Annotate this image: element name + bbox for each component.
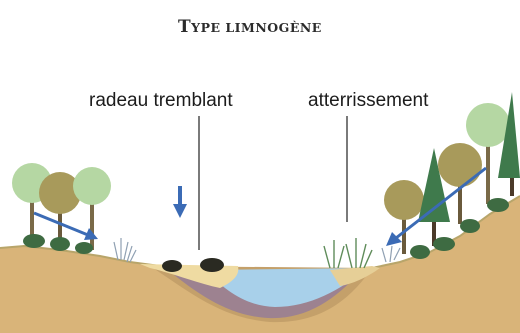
reed-icon (382, 246, 400, 262)
label-raft: radeau tremblant (89, 90, 233, 111)
down-arrow-icon (173, 186, 187, 218)
diagram-title: TYPE LIMNOGÈNE (178, 17, 322, 37)
title-rest: YPE LIMNOGÈNE (190, 20, 322, 35)
raft-blob-2 (200, 258, 224, 272)
reed-icon (114, 238, 136, 262)
title-initial: T (178, 17, 191, 37)
raft-blob-1 (162, 260, 182, 272)
diagonal-arrow-icon (34, 213, 98, 240)
label-infill: atterrissement (308, 90, 429, 111)
reed-icon (324, 238, 372, 268)
